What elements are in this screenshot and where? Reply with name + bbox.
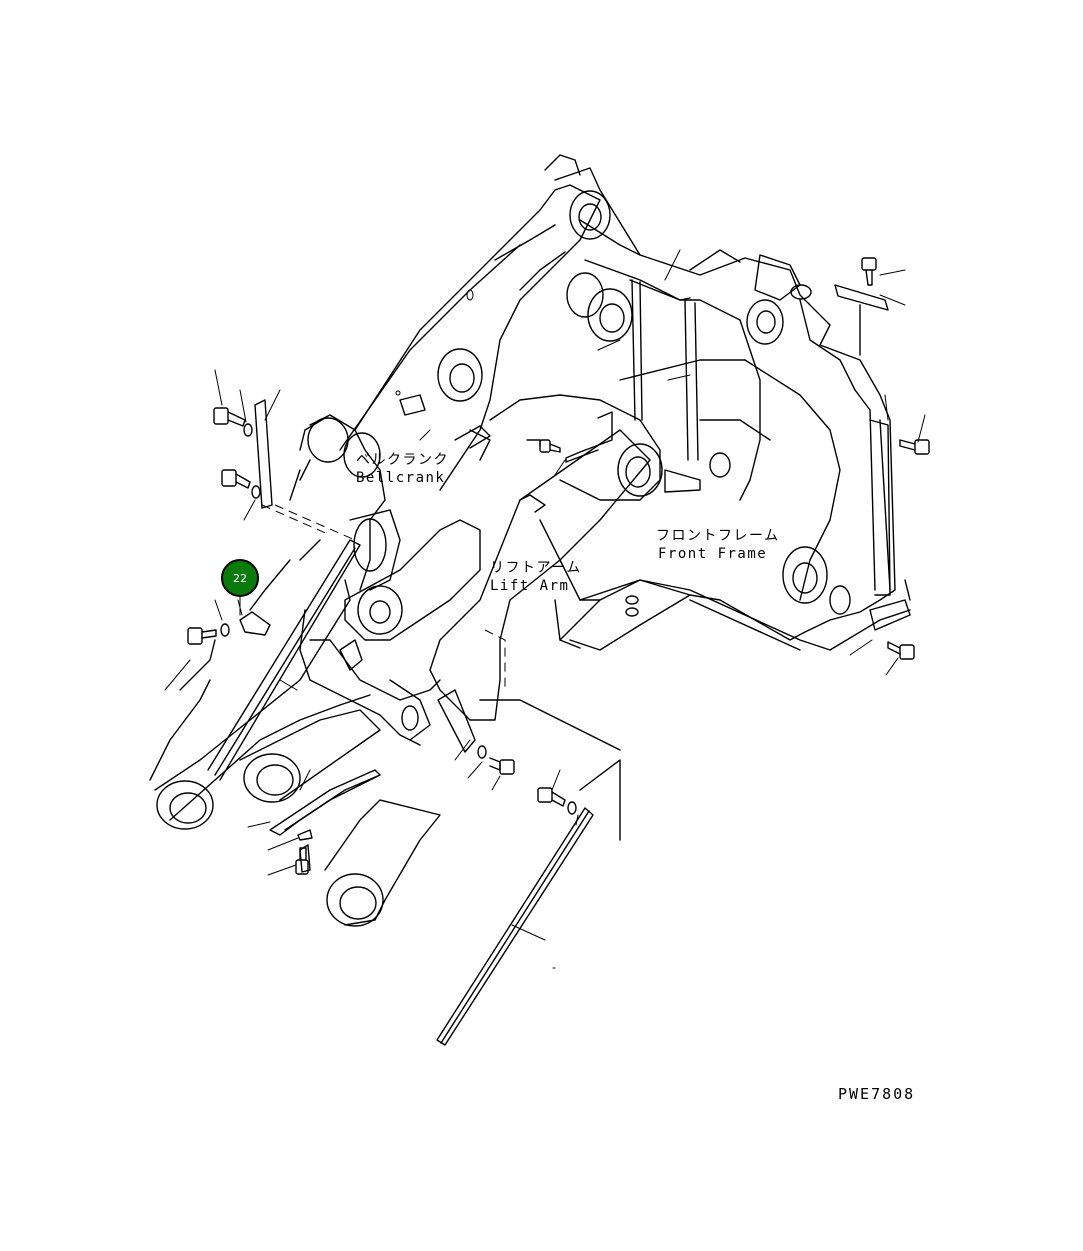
bolt-icon xyxy=(539,439,561,453)
bellcrank-label-jp: ベルクランク xyxy=(356,452,449,468)
lift-arm-label-jp: リフトアーム xyxy=(490,560,582,576)
bolt-icon xyxy=(187,623,230,645)
hardware-drawing xyxy=(187,257,930,875)
bolt-icon xyxy=(295,847,309,875)
bellcrank-drawing xyxy=(289,414,481,746)
leader-lines xyxy=(164,249,926,969)
front-frame-label-jp: フロントフレーム xyxy=(656,528,780,544)
bolt-icon xyxy=(887,641,915,660)
bellcrank-label-en: Bellcrank xyxy=(356,470,445,486)
bolt-icon xyxy=(861,257,877,286)
strip-parts-drawing xyxy=(239,399,621,1046)
callout-22[interactable]: 22 xyxy=(221,559,259,597)
front-frame-label-en: Front Frame xyxy=(658,546,767,562)
bolt-icon xyxy=(899,439,930,455)
front-frame-drawing xyxy=(489,167,911,651)
labels: ベルクランク Bellcrank リフトアーム Lift Arm フロントフレー… xyxy=(356,452,915,1103)
bolt-icon xyxy=(477,745,515,775)
drawing-code: PWE7808 xyxy=(838,1085,915,1103)
bolt-icon xyxy=(213,407,253,437)
linkage-drawing xyxy=(149,539,441,927)
callout-number: 22 xyxy=(233,572,247,585)
bolt-icon xyxy=(537,787,577,815)
bolt-icon xyxy=(221,469,261,499)
lift-arm-label-en: Lift Arm xyxy=(490,578,569,594)
lift-arm-drawing xyxy=(339,154,651,721)
